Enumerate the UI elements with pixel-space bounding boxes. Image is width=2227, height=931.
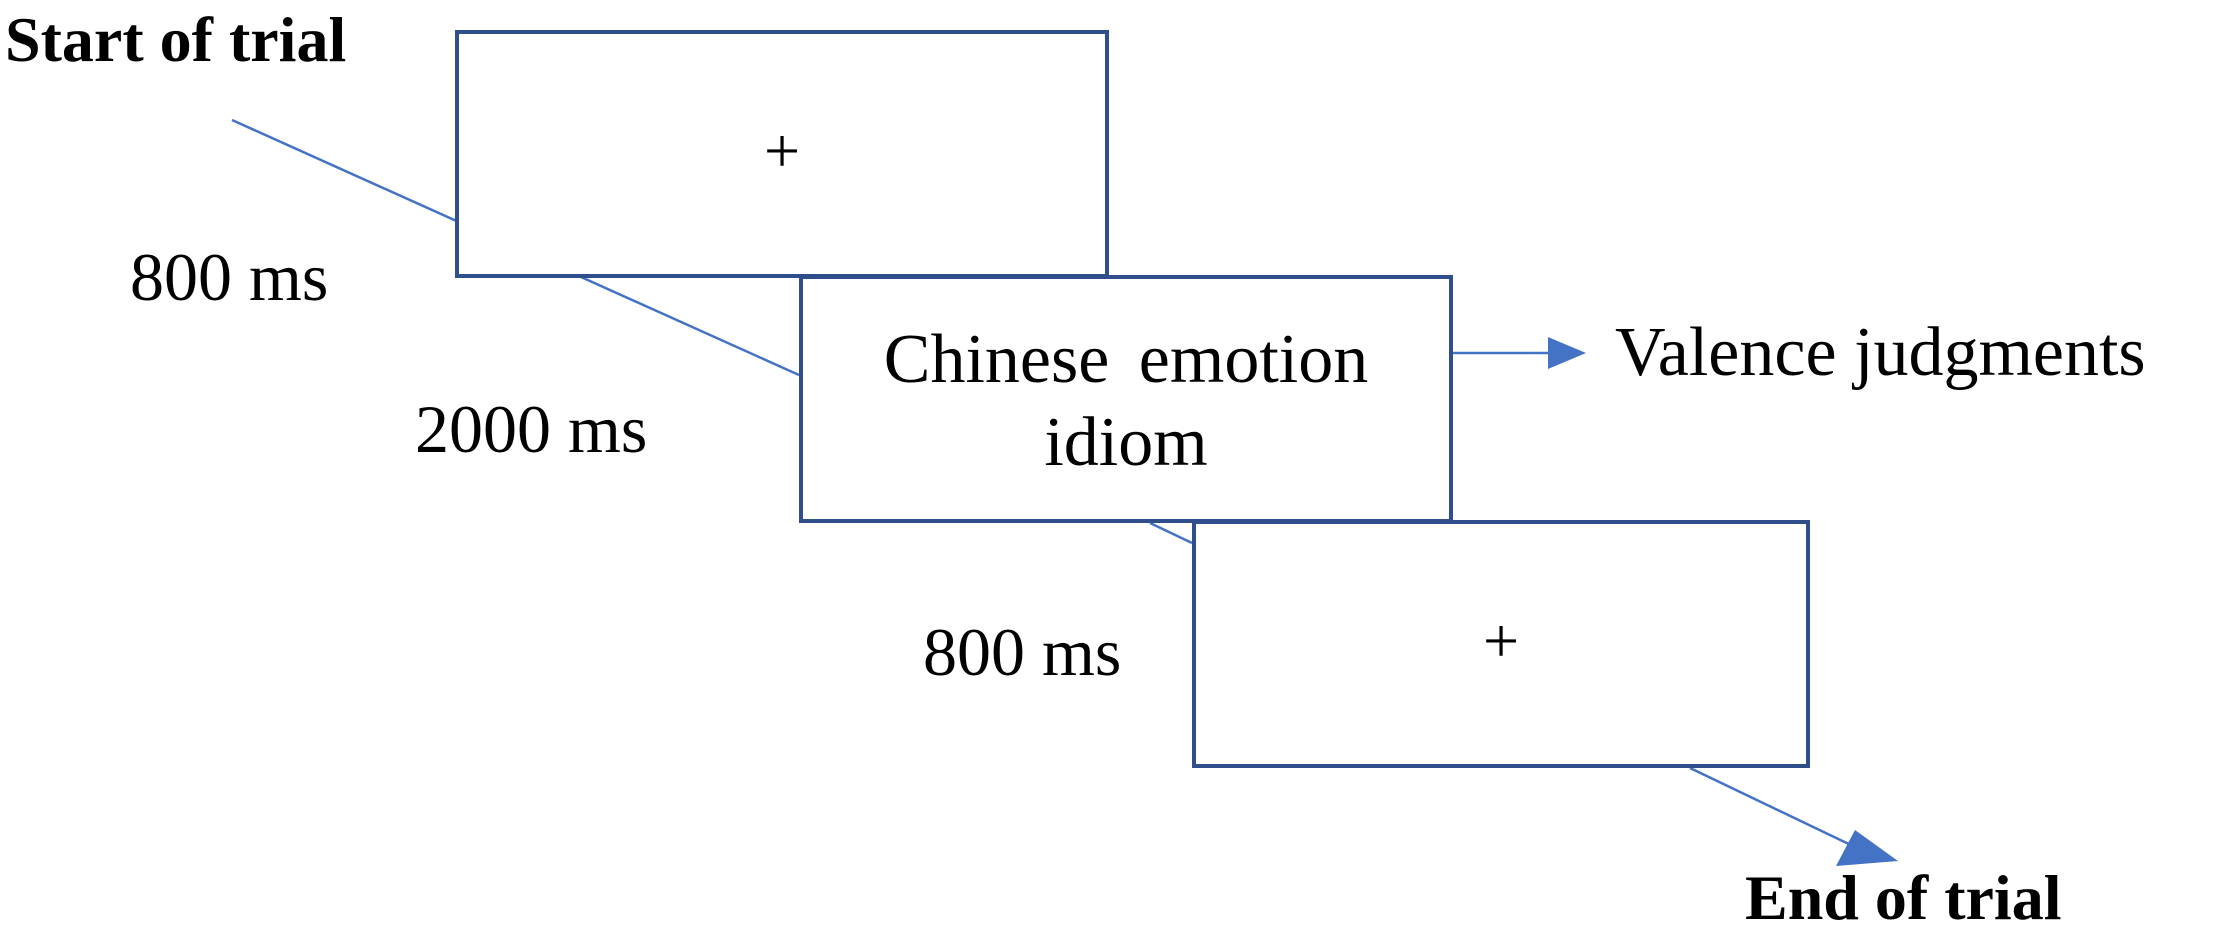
timeline-end-line <box>1689 766 1856 849</box>
end-of-trial-label: End of trial <box>1745 862 2062 931</box>
duration-label-1: 800 ms <box>130 239 329 315</box>
idiom-screen: Chinese emotion idiom <box>799 275 1453 523</box>
fixation-screen-2: + <box>1192 520 1810 768</box>
duration-label-2: 2000 ms <box>415 391 648 467</box>
duration-label-3: 800 ms <box>923 614 1122 690</box>
start-of-trial-label: Start of trial <box>5 4 347 75</box>
stimulus-line-1: Chinese emotion <box>883 320 1369 398</box>
timeline-line-2 <box>1149 521 1193 545</box>
valence-judgments-label: Valence judgments <box>1615 314 2146 391</box>
response-arrowhead-icon <box>1548 337 1586 369</box>
stimulus-line-2: idiom <box>1044 404 1208 481</box>
stimulus-text: Chinese emotion idiom <box>803 314 1449 485</box>
end-arrowhead-icon <box>1836 830 1898 866</box>
fixation-cross: + <box>1482 605 1520 676</box>
fixation-screen-1: + <box>455 30 1109 278</box>
fixation-cross: + <box>763 115 801 186</box>
